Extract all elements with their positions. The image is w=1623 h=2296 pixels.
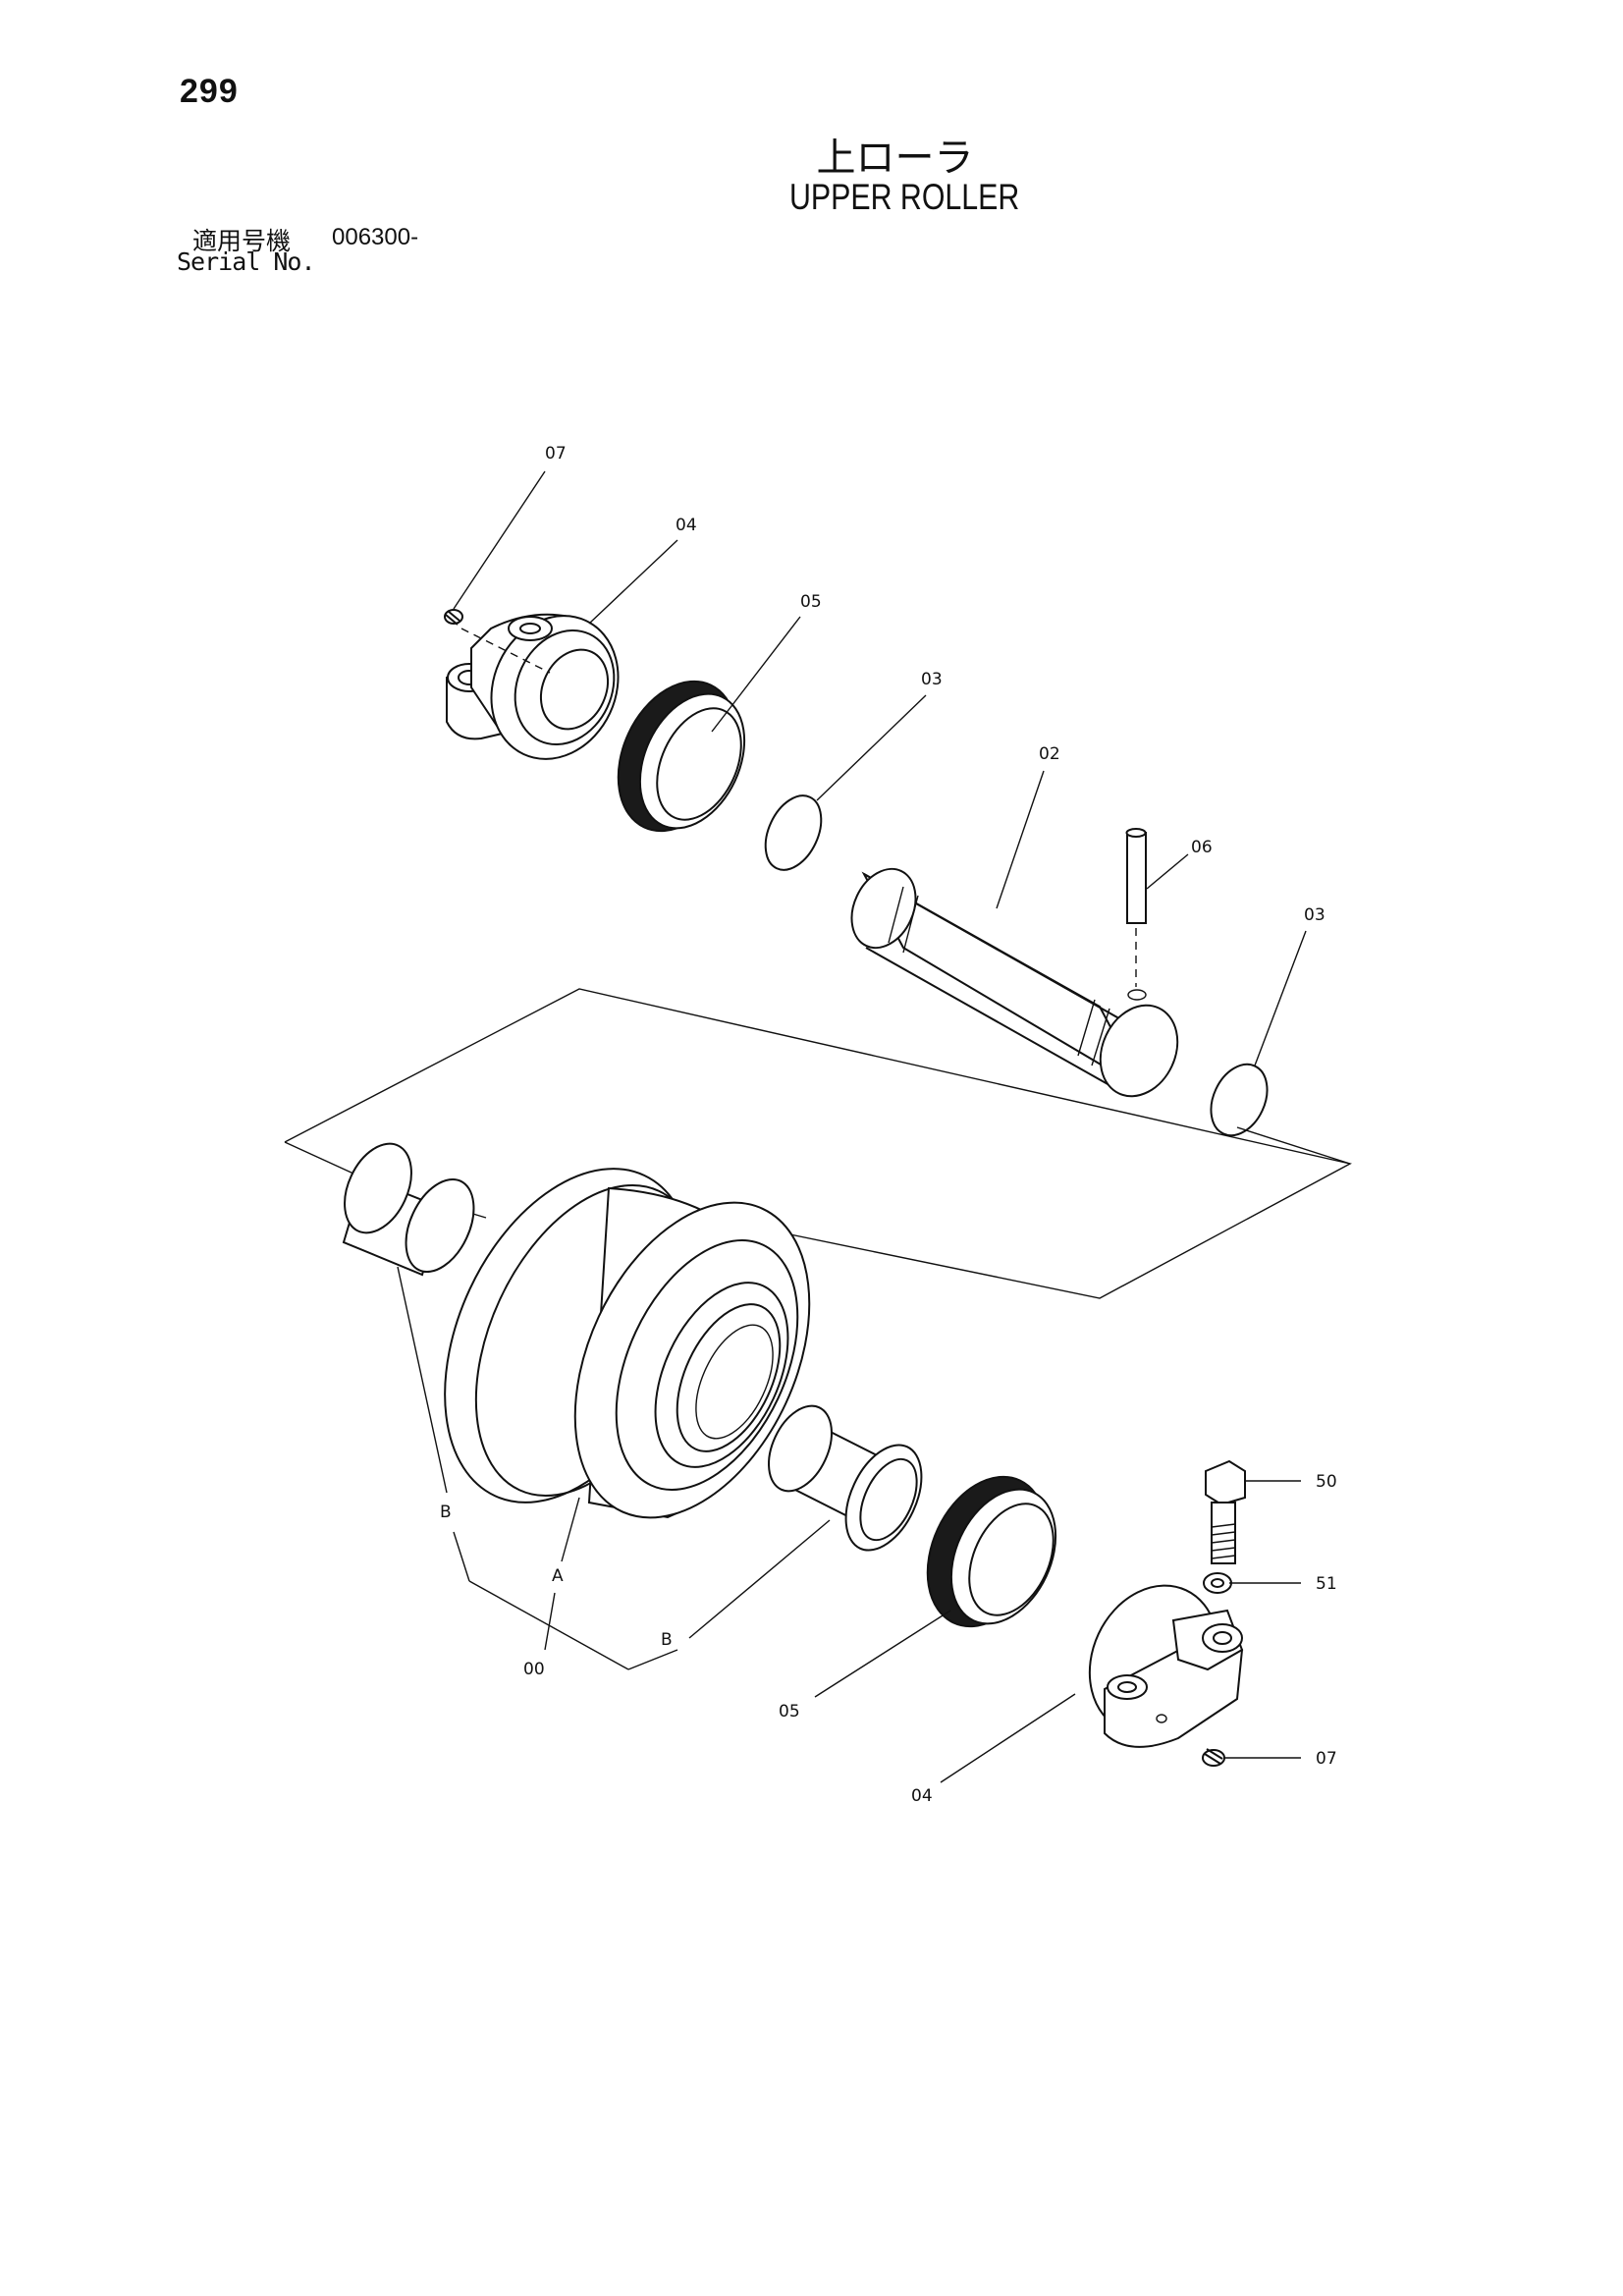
callout-05-top: 05	[800, 592, 822, 612]
set-screw-bottom	[1202, 1748, 1225, 1767]
serial-value: 006300-	[332, 224, 419, 250]
o-ring-top	[764, 794, 823, 871]
callout-07-bottom: 07	[1316, 1749, 1337, 1769]
bolt	[1205, 1459, 1246, 1564]
callout-50: 50	[1316, 1472, 1337, 1492]
leader-lines	[397, 470, 1307, 1783]
spring-pin	[1125, 828, 1147, 987]
o-ring-right	[1210, 1063, 1269, 1137]
callout-00: 00	[523, 1660, 545, 1679]
serial-label-japanese: 適用号機	[192, 227, 292, 255]
callout-03-top: 03	[921, 670, 943, 689]
seal-top	[617, 680, 746, 833]
callout-02: 02	[1039, 744, 1060, 764]
callout-51: 51	[1316, 1574, 1337, 1594]
title-english: UPPER ROLLER	[788, 177, 1020, 217]
set-screw-top	[444, 609, 463, 626]
callout-07-top: 07	[545, 444, 567, 464]
shaft	[850, 867, 1179, 1098]
page-number: 299	[180, 73, 239, 110]
callout-04-top: 04	[676, 516, 697, 535]
callout-a: A	[552, 1566, 564, 1586]
bushing-left	[342, 1142, 475, 1277]
callout-03-right: 03	[1304, 905, 1325, 925]
callout-04-bottom: 04	[911, 1786, 933, 1806]
title-japanese: 上ローラ	[816, 136, 974, 181]
bushing-right	[768, 1404, 923, 1552]
callout-b-left: B	[440, 1503, 452, 1522]
bracket-bottom	[1088, 1584, 1244, 1748]
callouts: 07 04 05 03 02 06 03 50 51 07 04 05 B B …	[440, 444, 1337, 1806]
callout-05-bottom: 05	[779, 1702, 800, 1722]
callout-b-right: B	[661, 1630, 673, 1650]
callout-06: 06	[1191, 838, 1213, 857]
washer	[1203, 1572, 1232, 1594]
serial-label-english: Serial No.	[177, 247, 316, 276]
roller-wheel	[444, 1168, 811, 1519]
seal-bottom	[926, 1475, 1057, 1628]
bracket-top	[446, 613, 620, 760]
